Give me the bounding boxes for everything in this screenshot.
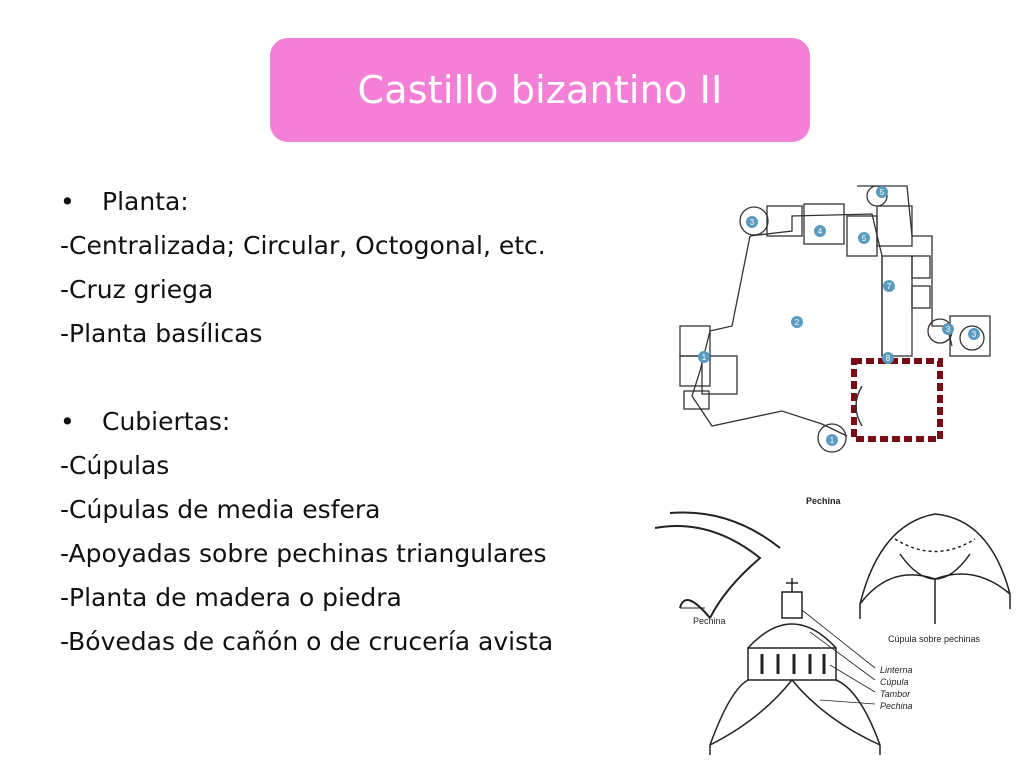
pechina-top-label: Pechina xyxy=(806,496,841,506)
room-number: 3 xyxy=(750,218,755,227)
list-item: -Centralizada; Circular, Octogonal, etc. xyxy=(60,231,546,260)
room-number: 1 xyxy=(830,436,835,445)
floor-plan-image: 5 3 4 5 7 2 3 3 8 1 1 xyxy=(679,185,991,453)
part-label: Cúpula xyxy=(880,677,909,687)
part-label: Pechina xyxy=(880,701,913,711)
dome-pendentive-image xyxy=(859,513,1011,624)
list-item: -Planta basílicas xyxy=(60,319,263,348)
cupula-label: Cúpula sobre pechinas xyxy=(888,634,981,644)
list-item: -Cúpulas xyxy=(60,451,170,480)
room-number: 7 xyxy=(887,282,892,291)
bullet-dot: • xyxy=(60,407,75,436)
room-number: 4 xyxy=(818,227,823,236)
pechina-left-label: Pechina xyxy=(693,616,726,626)
pendentive-image xyxy=(654,511,781,619)
dome-parts-labels: Linterna Cúpula Tambor Pechina xyxy=(880,664,913,712)
list-item: -Cruz griega xyxy=(60,275,214,304)
list-item: -Apoyadas sobre pechinas triangulares xyxy=(60,539,547,568)
slide-body: • Planta: -Centralizada; Circular, Octogo… xyxy=(60,180,660,664)
room-number: 1 xyxy=(702,353,707,362)
bullet-cubiertas: • Cubiertas: xyxy=(60,400,660,444)
bullet-planta: • Planta: xyxy=(60,180,660,224)
title-box: Castillo bizantino II xyxy=(270,38,810,142)
list-item: -Cúpulas de media esfera xyxy=(60,495,381,524)
list-item: -Planta de madera o piedra xyxy=(60,583,402,612)
room-number: 5 xyxy=(880,188,885,197)
bullet-dot: • xyxy=(60,187,75,216)
bullet-heading: Planta: xyxy=(102,187,189,216)
list-item: -Bóvedas de cañón o de crucería avista xyxy=(60,627,554,656)
part-label: Tambor xyxy=(880,689,911,699)
room-number: 3 xyxy=(946,325,951,334)
part-label: Linterna xyxy=(880,665,913,675)
room-number: 2 xyxy=(795,318,800,327)
bullet-heading: Cubiertas: xyxy=(102,407,231,436)
room-number: 5 xyxy=(862,234,867,243)
slide-title: Castillo bizantino II xyxy=(357,68,723,112)
room-number: 8 xyxy=(886,354,891,363)
room-number: 3 xyxy=(972,330,977,339)
dome-drum-image xyxy=(709,578,881,755)
